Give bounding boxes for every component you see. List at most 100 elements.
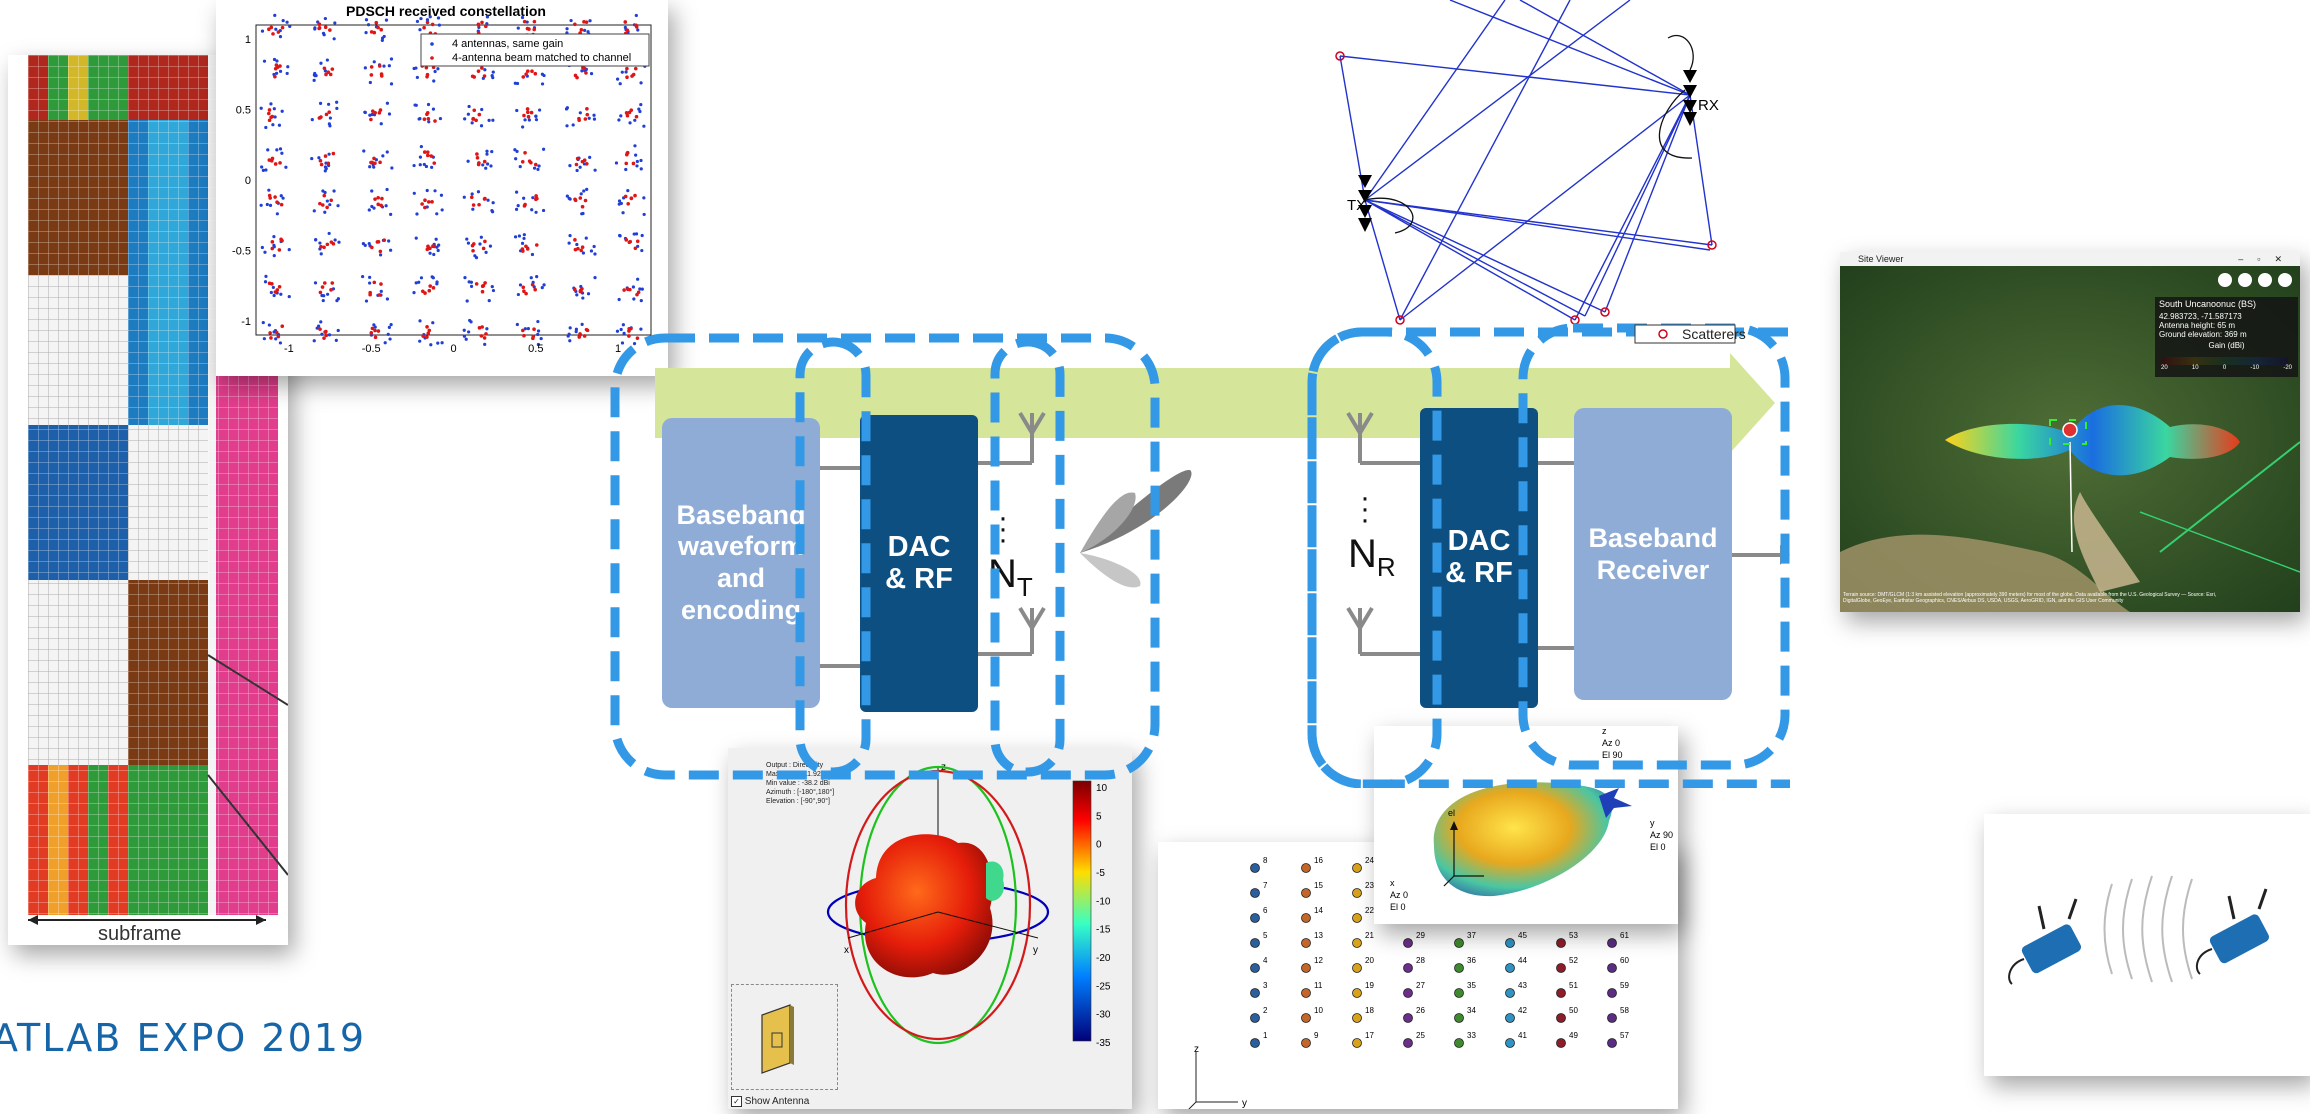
blue-point <box>581 251 586 255</box>
blue-point <box>327 122 331 126</box>
blue-point <box>534 118 539 122</box>
help-icon[interactable] <box>2278 273 2292 287</box>
array-element-index: 19 <box>1365 981 1374 990</box>
blue-point <box>636 28 640 32</box>
blue-point <box>275 59 279 63</box>
block-line: Receiver <box>1596 555 1710 585</box>
red-point <box>484 24 488 29</box>
red-point <box>370 245 374 250</box>
blue-point <box>520 15 525 20</box>
colorbar-tick: -15 <box>1096 925 1111 936</box>
red-point <box>483 239 487 244</box>
red-point <box>266 111 271 116</box>
blue-point <box>575 293 579 297</box>
blue-point <box>389 323 393 327</box>
blue-point <box>479 124 484 128</box>
red-point <box>376 329 381 333</box>
blue-point <box>571 123 575 127</box>
blue-point <box>433 69 437 74</box>
red-point <box>480 289 485 294</box>
blue-point <box>583 28 587 32</box>
array-element <box>1454 938 1464 948</box>
red-point <box>635 336 640 340</box>
blue-point <box>474 256 479 260</box>
red-point <box>427 328 432 333</box>
red-point <box>585 107 589 111</box>
red-point <box>368 292 372 297</box>
blue-point <box>433 189 437 193</box>
blue-point <box>432 79 436 83</box>
y-tick-label: 0 <box>245 175 251 187</box>
red-point <box>426 116 431 121</box>
blue-point <box>621 323 625 327</box>
blue-point <box>379 253 383 257</box>
array-element-index: 6 <box>1263 906 1268 915</box>
block-line: waveform <box>677 531 805 562</box>
blue-point <box>462 328 466 332</box>
blue-point <box>284 165 288 169</box>
red-point <box>573 197 577 202</box>
blue-point <box>582 189 586 193</box>
blue-point <box>488 244 493 248</box>
blue-point <box>314 238 318 242</box>
blue-point <box>272 107 276 111</box>
colorbar-tick: -5 <box>1096 868 1105 879</box>
array-element <box>1301 863 1311 873</box>
attribution-line: Terrain source: DMT/GLCM (1:3 km assiste… <box>1843 592 2217 598</box>
blue-point <box>417 280 421 284</box>
array-element-index: 3 <box>1263 981 1268 990</box>
blue-point <box>467 330 471 334</box>
block-line: & RF <box>885 562 953 595</box>
globe-icon[interactable] <box>2238 273 2252 287</box>
blue-point <box>381 154 385 158</box>
blue-point <box>389 82 394 86</box>
blue-point <box>514 207 519 211</box>
baseband-waveform-block: Baseband waveform and encoding <box>662 418 820 708</box>
red-point <box>431 244 435 249</box>
blue-point <box>639 167 643 171</box>
red-point <box>422 117 427 122</box>
blue-point <box>385 187 389 192</box>
array-element-index: 52 <box>1569 956 1578 965</box>
blue-point <box>540 72 544 76</box>
red-point <box>530 69 534 74</box>
array-element <box>1301 1013 1311 1023</box>
red-point <box>582 20 586 24</box>
red-point <box>482 159 487 164</box>
red-point <box>626 202 630 206</box>
red-point <box>318 290 323 295</box>
blue-point <box>465 299 469 303</box>
red-point <box>623 194 628 199</box>
blue-point <box>325 58 329 62</box>
blue-point <box>574 327 578 331</box>
blue-point <box>584 236 588 240</box>
red-point <box>627 334 631 338</box>
array-element <box>1454 988 1464 998</box>
blue-point <box>277 123 282 127</box>
red-point <box>633 193 637 198</box>
layers-icon[interactable] <box>2258 273 2272 287</box>
red-point <box>582 158 587 163</box>
array-element-index: 45 <box>1518 931 1527 940</box>
blue-point <box>333 238 337 242</box>
colorbar-tick: -20 <box>1096 953 1111 964</box>
blue-point <box>419 144 423 149</box>
blue-point <box>335 106 339 111</box>
blue-point <box>278 69 283 73</box>
blue-point <box>489 164 493 168</box>
blue-point <box>335 100 339 104</box>
home-icon[interactable] <box>2218 273 2232 287</box>
window-controls[interactable]: –▫✕ <box>2238 254 2296 264</box>
info-line: Min value : -38.2 dBi <box>766 780 830 787</box>
blue-point <box>382 64 386 68</box>
x-tick-label: 1 <box>615 343 621 355</box>
array-element <box>1403 938 1413 948</box>
array-element <box>1403 1013 1413 1023</box>
rx-antenna-dots: ··· <box>1360 481 1370 536</box>
red-point <box>420 289 425 294</box>
blue-point <box>520 241 525 245</box>
show-antenna-checkbox[interactable]: ✓ Show Antenna <box>731 1096 809 1107</box>
info-line: Output : Directivity <box>766 762 824 769</box>
tx-label: TX <box>1347 197 1366 214</box>
